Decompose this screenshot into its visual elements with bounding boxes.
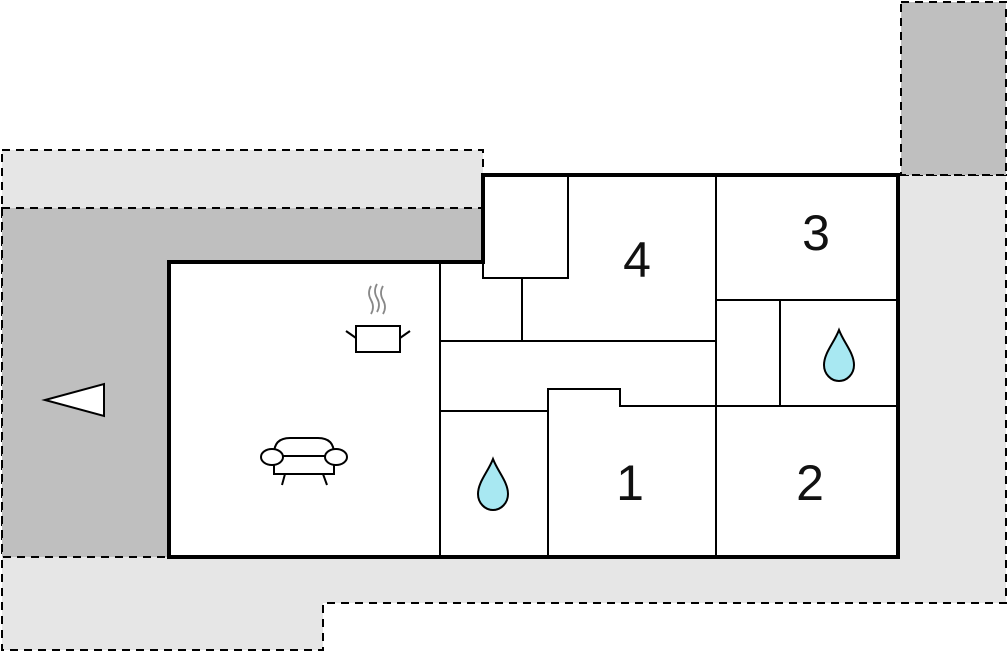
water-drop-icon (476, 456, 510, 512)
room-2-label: 2 (796, 455, 824, 511)
room-3-label: 3 (802, 205, 830, 261)
room-4-label: 4 (623, 232, 651, 288)
exterior-walls (167, 173, 900, 559)
room-1-label: 1 (616, 455, 644, 511)
water-drop-icon (822, 327, 856, 383)
cooking-pot-icon (345, 283, 411, 353)
terrace-dark-top-right (900, 1, 1007, 176)
interior-walls (439, 175, 898, 557)
sofa-icon (260, 437, 348, 486)
entrance-arrow-icon (41, 382, 105, 418)
